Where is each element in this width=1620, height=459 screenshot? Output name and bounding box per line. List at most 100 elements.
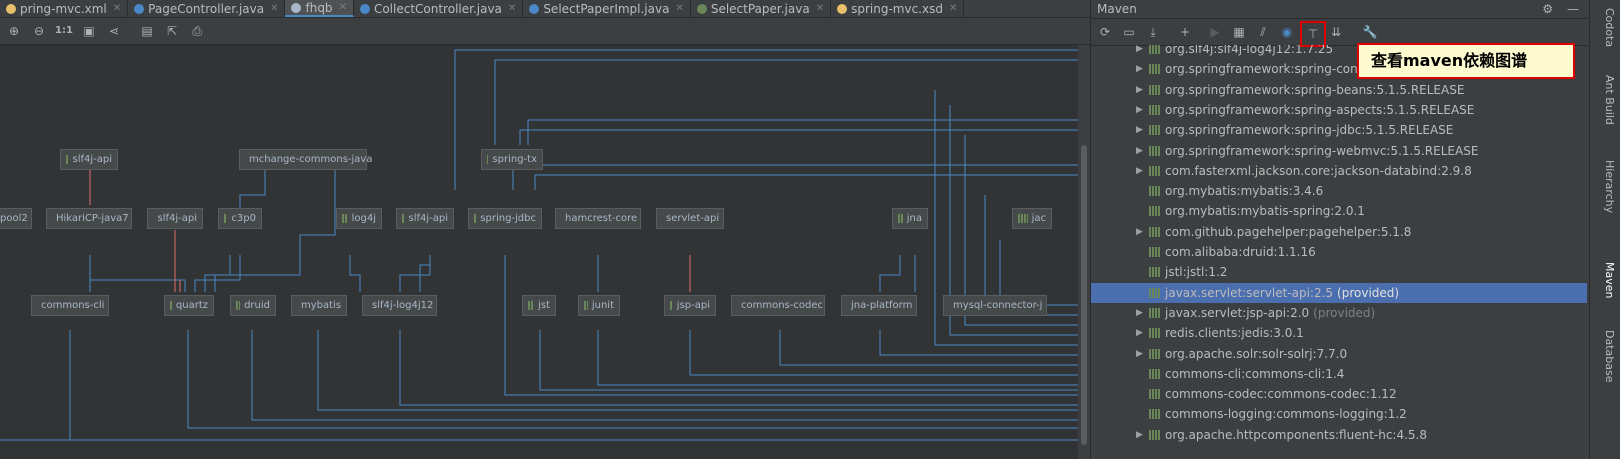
save-icon[interactable]: ▤	[141, 24, 153, 38]
show-dependencies-icon[interactable]: ⊤	[1300, 21, 1326, 47]
zoom-out-icon[interactable]: ⊖	[33, 24, 45, 38]
dependency-row[interactable]: ▶org.springframework:spring-beans:5.1.5.…	[1091, 80, 1587, 100]
close-icon[interactable]: ✕	[948, 3, 958, 14]
dependency-row[interactable]: javax.servlet:servlet-api:2.5(provided)	[1091, 282, 1587, 303]
node-jna-platform[interactable]: jna-platform	[841, 295, 917, 316]
scrollbar-thumb[interactable]	[1081, 145, 1087, 445]
expand-arrow-icon[interactable]: ▶	[1136, 429, 1143, 440]
tool-tab-ant-build[interactable]: Ant Build	[1603, 75, 1616, 125]
node-slf4j-api[interactable]: slf4j-api	[60, 149, 118, 170]
node-servlet-api[interactable]: servlet-api	[656, 208, 724, 229]
diagram-scrollbar[interactable]	[1078, 45, 1090, 459]
tab-6[interactable]: spring-mvc.xsd✕	[831, 0, 965, 17]
run-icon[interactable]: ▶	[1210, 25, 1220, 39]
node-jsp-api[interactable]: jsp-api	[664, 295, 716, 316]
dependency-row[interactable]: org.mybatis:mybatis-spring:2.0.1	[1091, 201, 1587, 221]
tool-tab-hierarchy[interactable]: Hierarchy	[1603, 160, 1616, 214]
download-icon[interactable]: ⤓	[1150, 25, 1156, 39]
expand-arrow-icon[interactable]: ▶	[1136, 307, 1143, 318]
wrench-icon[interactable]: 🔧	[1362, 25, 1378, 39]
zoom-in-icon[interactable]: ⊕	[8, 24, 20, 38]
dependency-row[interactable]: ▶redis.clients:jedis:3.0.1	[1091, 323, 1587, 343]
close-icon[interactable]: ✕	[675, 3, 684, 14]
node-slf4j-log4j12[interactable]: slf4j-log4j12	[362, 295, 437, 316]
close-icon[interactable]: ✕	[270, 3, 279, 14]
node-mysql-connector[interactable]: mysql-connector-j	[943, 295, 1047, 316]
close-icon[interactable]: ✕	[507, 3, 517, 14]
node-hamcrest-core[interactable]: hamcrest-core	[555, 208, 641, 229]
dependency-row[interactable]: ▶com.fasterxml.jackson.core:jackson-data…	[1091, 161, 1587, 181]
node-log4j[interactable]: log4j	[336, 208, 382, 229]
node-jna[interactable]: jna	[892, 208, 928, 229]
dependency-row[interactable]: jstl:jstl:1.2	[1091, 262, 1587, 282]
dependency-diagram-canvas[interactable]: slf4j-api mchange-commons-java spring-tx…	[0, 45, 1078, 459]
close-icon[interactable]: ✕	[815, 3, 825, 14]
skip-tests-icon[interactable]: ◉	[1281, 25, 1293, 39]
actual-size-button[interactable]: 1:1	[55, 25, 73, 36]
gear-icon[interactable]: ⚙	[1542, 2, 1553, 16]
dependency-row[interactable]: ▶org.springframework:spring-aspects:5.1.…	[1091, 100, 1587, 120]
node-commons-codec[interactable]: commons-codec	[731, 295, 825, 316]
close-icon[interactable]: ✕	[338, 2, 347, 13]
node-jac[interactable]: jac	[1012, 208, 1052, 229]
dependency-row[interactable]: commons-codec:commons-codec:1.12	[1091, 384, 1587, 404]
tool-tab-codota[interactable]: Codota	[1603, 8, 1616, 48]
execute-goal-icon[interactable]: ▦	[1233, 25, 1245, 39]
dependency-row[interactable]: ▶com.github.pagehelper:pagehelper:5.1.8	[1091, 222, 1587, 242]
node-pool2[interactable]: pool2	[0, 208, 32, 229]
node-jst[interactable]: jst	[522, 295, 556, 316]
expand-arrow-icon[interactable]: ▶	[1136, 165, 1143, 176]
node-slf4j-api-3[interactable]: slf4j-api	[396, 208, 454, 229]
tab-1[interactable]: PageController.java✕	[128, 0, 286, 17]
tab-4[interactable]: SelectPaperImpl.java✕	[523, 0, 691, 17]
collapse-all-icon[interactable]: ⇊	[1330, 25, 1342, 39]
dependency-row[interactable]: ▶org.springframework:spring-jdbc:5.1.5.R…	[1091, 120, 1587, 140]
add-icon[interactable]: +	[1179, 25, 1191, 39]
node-c3p0[interactable]: c3p0	[218, 208, 262, 229]
dependency-row[interactable]: ▶org.apache.httpcomponents:fluent-hc:4.5…	[1091, 425, 1587, 445]
export-icon[interactable]: ⇱	[166, 24, 178, 38]
node-druid[interactable]: druid	[230, 295, 276, 316]
close-icon[interactable]: ✕	[112, 3, 122, 14]
print-icon[interactable]: ⎙	[192, 24, 202, 38]
fit-content-icon[interactable]: ▣	[83, 24, 95, 38]
tab-3[interactable]: CollectController.java✕	[354, 0, 524, 17]
node-junit[interactable]: junit	[578, 295, 620, 316]
dependency-row[interactable]: ▶org.springframework:spring-webmvc:5.1.5…	[1091, 141, 1587, 161]
dependency-row[interactable]: ▶javax.servlet:jsp-api:2.0(provided)	[1091, 303, 1587, 323]
dependency-row[interactable]: ▶org.springframework:spring-cont	[1091, 59, 1587, 79]
node-quartz[interactable]: quartz	[164, 295, 214, 316]
dependency-row[interactable]: ▶org.apache.solr:solr-solrj:7.7.0	[1091, 344, 1587, 364]
tab-0[interactable]: pring-mvc.xml✕	[0, 0, 129, 17]
node-spring-jdbc[interactable]: spring-jdbc	[468, 208, 542, 229]
tab-5[interactable]: SelectPaper.java✕	[691, 0, 832, 17]
reload-icon[interactable]: ⟳	[1099, 25, 1111, 39]
expand-arrow-icon[interactable]: ▶	[1136, 64, 1143, 75]
expand-arrow-icon[interactable]: ▶	[1136, 328, 1143, 339]
expand-arrow-icon[interactable]: ▶	[1136, 104, 1143, 115]
minimize-icon[interactable]: —	[1567, 2, 1579, 16]
dependency-row[interactable]: com.alibaba:druid:1.1.16	[1091, 242, 1587, 262]
tool-tab-maven[interactable]: Maven	[1603, 262, 1616, 299]
generate-sources-icon[interactable]: ▭	[1123, 25, 1135, 39]
dependency-row[interactable]: commons-cli:commons-cli:1.4	[1091, 364, 1587, 384]
node-hikaricp[interactable]: HikariCP-java7	[46, 208, 132, 229]
node-mybatis[interactable]: mybatis	[291, 295, 347, 316]
dependency-row[interactable]: org.mybatis:mybatis:3.4.6	[1091, 181, 1587, 201]
expand-arrow-icon[interactable]: ▶	[1136, 348, 1143, 359]
expand-arrow-icon[interactable]: ▶	[1136, 145, 1143, 156]
node-spring-tx[interactable]: spring-tx	[481, 149, 543, 170]
expand-arrow-icon[interactable]: ▶	[1136, 45, 1143, 54]
node-mchange-commons-java[interactable]: mchange-commons-java	[239, 149, 372, 170]
dependency-row[interactable]: commons-logging:commons-logging:1.2	[1091, 404, 1587, 424]
tool-tab-database[interactable]: Database	[1603, 330, 1616, 383]
expand-arrow-icon[interactable]: ▶	[1136, 84, 1143, 95]
expand-arrow-icon[interactable]: ▶	[1136, 226, 1143, 237]
node-slf4j-api-2[interactable]: slf4j-api	[147, 208, 203, 229]
expand-arrow-icon[interactable]: ▶	[1136, 125, 1143, 136]
dependency-row[interactable]: ▶org.slf4j:slf4j-log4j12:1.7.25	[1091, 45, 1587, 59]
node-commons-cli[interactable]: commons-cli	[31, 295, 109, 316]
layout-icon[interactable]: ⋖	[108, 24, 120, 38]
tab-2[interactable]: fhqb✕	[285, 0, 354, 17]
toggle-offline-icon[interactable]: ⫽	[1260, 25, 1266, 39]
